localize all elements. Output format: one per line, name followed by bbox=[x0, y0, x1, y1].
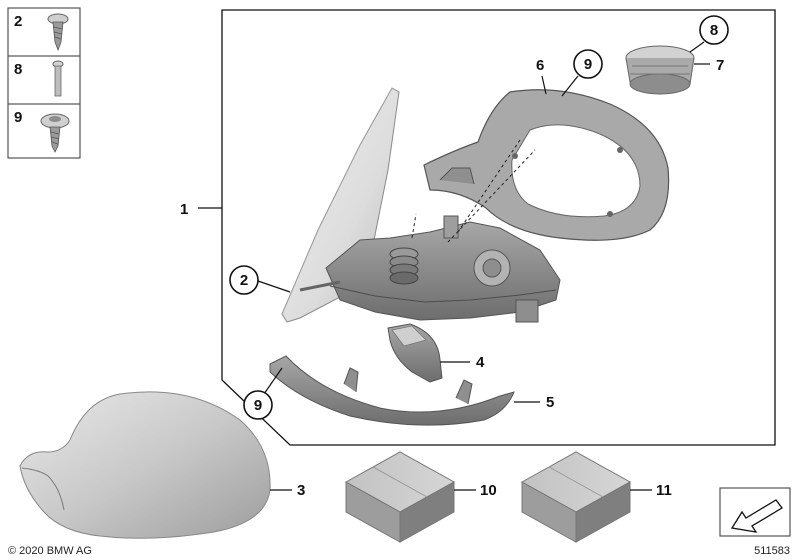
callout-4: 4 bbox=[476, 354, 485, 371]
screw-2-icon bbox=[47, 13, 69, 52]
callout-8-group: 8 bbox=[689, 15, 729, 53]
callout-11: 11 bbox=[656, 482, 672, 499]
callout-5-group: 5 bbox=[514, 394, 554, 411]
motor-unit bbox=[625, 45, 695, 95]
legend-label-8: 8 bbox=[14, 61, 22, 78]
screw-9-icon bbox=[40, 113, 70, 153]
callout-2-group: 2 bbox=[229, 265, 291, 295]
callout-11-group: 11 bbox=[630, 482, 672, 499]
trim-strip bbox=[269, 355, 515, 426]
callout-9-frame-group: 9 bbox=[561, 49, 603, 97]
assembly-frame: 1 bbox=[180, 9, 776, 446]
callout-3: 3 bbox=[297, 482, 305, 499]
legend-box: 2 8 9 bbox=[7, 7, 81, 159]
mirror-actuator bbox=[299, 215, 561, 323]
legend-label-2: 2 bbox=[14, 13, 22, 30]
callout-7-group: 7 bbox=[694, 57, 724, 74]
callout-8: 8 bbox=[710, 22, 718, 39]
indicator-lamp bbox=[387, 323, 443, 383]
callout-6: 6 bbox=[536, 57, 544, 74]
legend-label-9: 9 bbox=[14, 109, 22, 126]
assembly-guides bbox=[411, 139, 536, 243]
callout-2: 2 bbox=[240, 272, 248, 289]
mirror-cap bbox=[19, 391, 271, 539]
spring-icon bbox=[389, 247, 419, 285]
callout-4-group: 4 bbox=[440, 354, 485, 371]
callout-9-strip: 9 bbox=[254, 397, 262, 414]
parts-box-11 bbox=[520, 451, 632, 543]
parts-box-10 bbox=[344, 451, 456, 543]
housing-frame bbox=[423, 89, 670, 241]
callout-1: 1 bbox=[180, 201, 188, 218]
orientation-arrow-icon bbox=[719, 487, 791, 537]
mirror-glass bbox=[281, 87, 400, 323]
callout-7: 7 bbox=[716, 57, 724, 74]
callout-5: 5 bbox=[546, 394, 554, 411]
callout-6-group: 6 bbox=[536, 57, 547, 95]
callout-9-strip-group: 9 bbox=[243, 367, 283, 420]
copyright-text: © 2020 BMW AG bbox=[8, 545, 92, 557]
callout-10: 10 bbox=[480, 482, 497, 499]
callout-9-frame: 9 bbox=[584, 56, 592, 73]
pin-8-icon bbox=[52, 60, 64, 97]
callout-10-group: 10 bbox=[454, 482, 497, 499]
diagram-id: 511583 bbox=[754, 545, 790, 557]
callout-3-group: 3 bbox=[270, 482, 305, 499]
